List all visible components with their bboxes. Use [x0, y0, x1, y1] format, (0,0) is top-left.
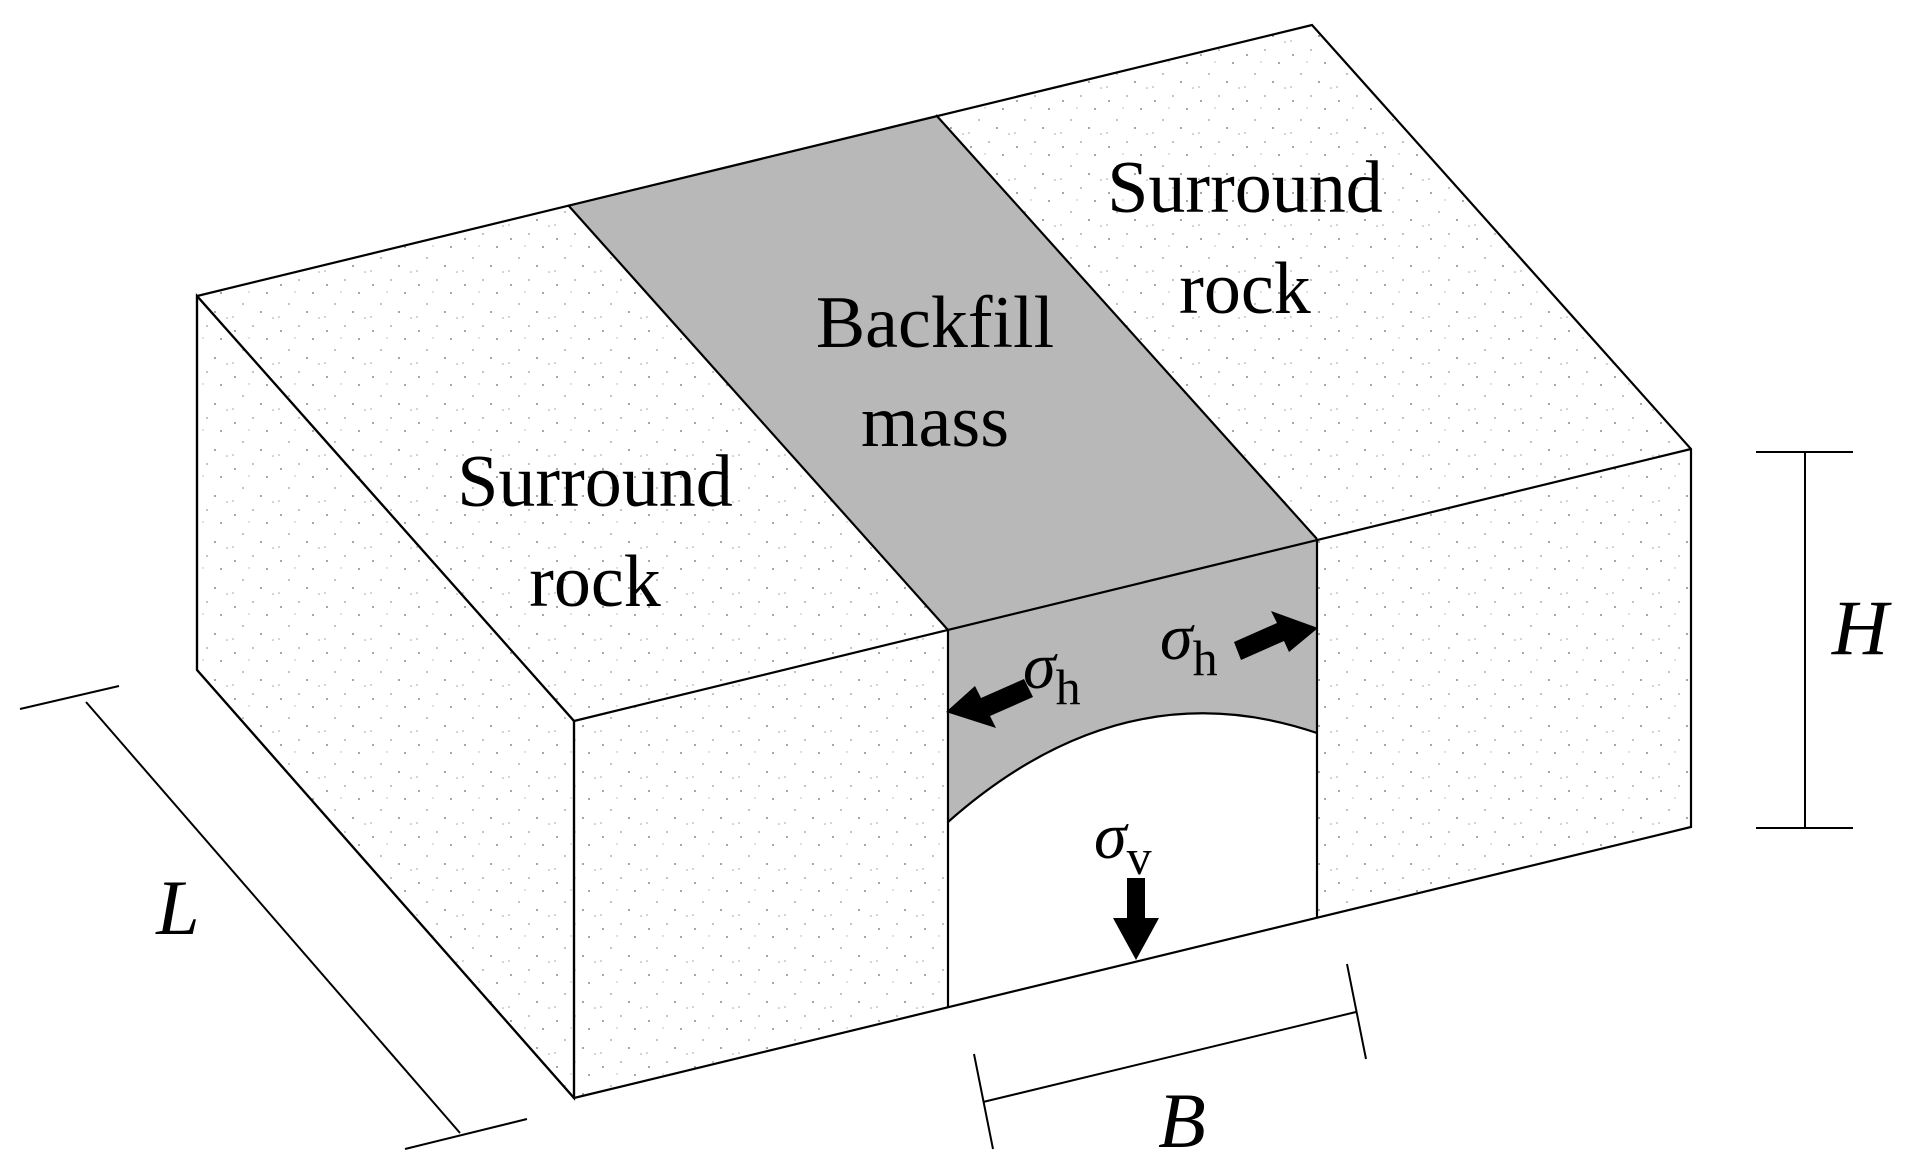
surround-rock-left-label-line2: rock [529, 541, 661, 623]
height-label: H [1831, 584, 1892, 671]
dimension-B [973, 963, 1367, 1150]
sigma-v-subscript: v [1127, 829, 1152, 885]
sigma-v-label: σv [1094, 800, 1152, 885]
sigma-h-left-label: σh [1023, 630, 1081, 715]
sigma-h-right-symbol: σ [1160, 601, 1195, 674]
top-backfill-mass [568, 115, 1317, 630]
sigma-v-symbol: σ [1094, 800, 1129, 873]
width-label: B [1158, 1077, 1206, 1164]
length-label: L [155, 864, 199, 951]
surround-rock-left-label-line1: Surround [457, 441, 732, 523]
backfill-mass-label-line2: mass [861, 381, 1009, 463]
sigma-h-right-arrow [1234, 611, 1318, 660]
front-surround-rock-right [1317, 449, 1691, 918]
sigma-v-down-arrow [1113, 878, 1159, 960]
sigma-h-left-subscript: h [1056, 659, 1081, 715]
dimension-L [19, 685, 528, 1150]
surround-rock-right-label-line1: Surround [1107, 147, 1382, 229]
backfill-mass-label-line1: Backfill [816, 282, 1054, 364]
surround-rock-right-label-line2: rock [1179, 248, 1311, 330]
sigma-h-left-arrow [946, 679, 1033, 728]
front-opening [948, 713, 1317, 1008]
sigma-h-left-symbol: σ [1023, 630, 1058, 703]
dimension-H [1756, 451, 1853, 829]
top-surround-rock-left [197, 205, 948, 721]
top-surround-rock-right [936, 25, 1691, 539]
sigma-h-right-subscript: h [1193, 630, 1218, 686]
sigma-h-right-label: σh [1160, 601, 1218, 686]
front-surround-rock-left [574, 630, 948, 1098]
block-edges [195, 23, 1693, 1100]
front-backfill-arch [948, 539, 1317, 822]
